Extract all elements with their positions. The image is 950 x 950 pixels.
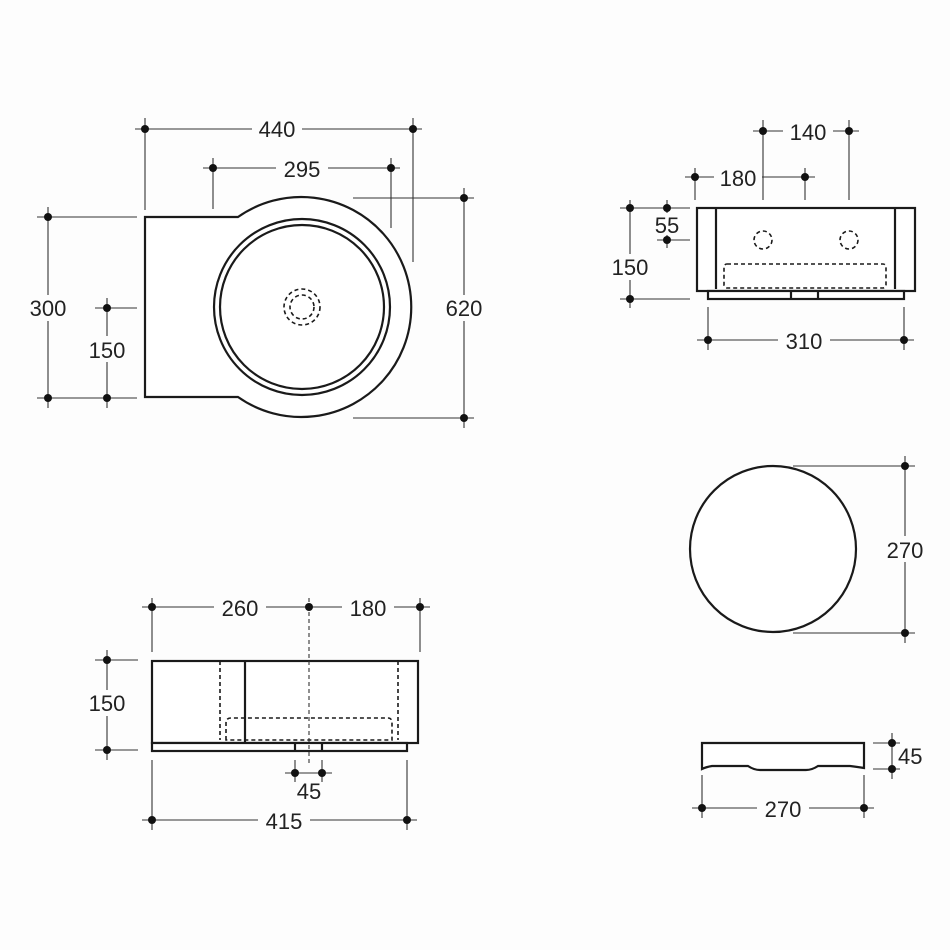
label-45-front: 45: [297, 779, 321, 804]
plate-circle: [688, 464, 858, 634]
basin-outline: [143, 195, 413, 419]
tap-hole-right-hidden: [839, 230, 859, 250]
front-body: [150, 659, 420, 745]
dim-bowl-width: 295: [203, 155, 400, 228]
label-150-side: 150: [612, 255, 649, 280]
plate-profile: [700, 741, 866, 772]
front-view: 260 180 150 45 415: [81, 594, 430, 834]
dim-left-to-drain: 260 180: [142, 594, 430, 652]
plate-top-view: 270: [688, 456, 931, 643]
dim-front-height: 150: [81, 650, 138, 760]
label-270-diameter: 270: [887, 538, 924, 563]
dim-tap-spacing: 140: [753, 118, 859, 200]
dim-ledge-half-depth: 150: [81, 298, 137, 408]
label-415: 415: [266, 809, 303, 834]
label-180-front: 180: [350, 596, 387, 621]
dim-front-width: 415: [142, 760, 417, 834]
label-55: 55: [655, 213, 679, 238]
dim-side-height: 150: [604, 200, 690, 308]
drain-outer-hidden: [283, 288, 321, 326]
label-260: 260: [222, 596, 259, 621]
label-45-plate: 45: [898, 744, 922, 769]
dim-overall-width: 440: [135, 116, 422, 262]
dim-tap-height: 55: [620, 200, 690, 248]
label-300: 300: [30, 296, 67, 321]
side-body: [695, 206, 917, 293]
label-295: 295: [284, 157, 321, 182]
label-140: 140: [790, 120, 827, 145]
bowl-rim-outer: [212, 217, 392, 397]
label-440: 440: [259, 117, 296, 142]
plate-side-view: 45 270: [692, 733, 922, 822]
label-310: 310: [786, 329, 823, 354]
dim-side-width: 310: [697, 307, 914, 354]
drain-inner-hidden: [289, 294, 315, 320]
dim-tap-offset: 180: [685, 164, 815, 200]
top-view: 440 295 300 150: [22, 116, 490, 428]
dim-drain-width: 45: [285, 760, 332, 804]
label-180-side: 180: [720, 166, 757, 191]
label-150-front: 150: [89, 691, 126, 716]
dim-ledge-depth: 300: [22, 207, 137, 408]
dim-overall-depth: 620: [353, 188, 490, 428]
side-base: [706, 289, 906, 301]
label-620: 620: [446, 296, 483, 321]
label-150-top: 150: [89, 338, 126, 363]
side-bowl-hidden: [723, 263, 887, 289]
front-base: [150, 741, 409, 753]
label-270-width: 270: [765, 797, 802, 822]
side-view: 140 180 55 150: [604, 118, 917, 354]
tap-hole-left-hidden: [753, 230, 773, 250]
bowl-rim-inner: [218, 223, 386, 391]
